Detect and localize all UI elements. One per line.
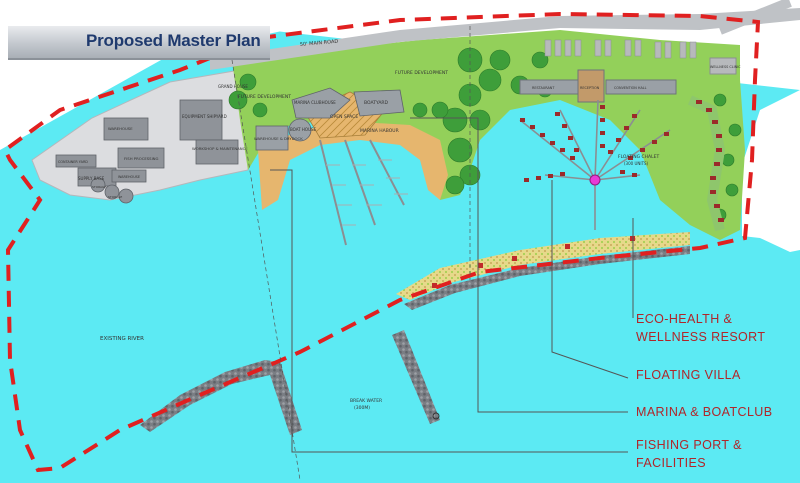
legend-eco-health-line2: WELLNESS RESORT <box>636 330 766 344</box>
legend-eco-health: ECO-HEALTH & WELLNESS RESORT <box>636 310 765 346</box>
floating-chalet-arms <box>519 99 671 230</box>
legend-fishing-port-line1: FISHING PORT & <box>636 438 742 452</box>
break-water-right <box>392 330 440 424</box>
label-floating-chalet: FLOATING CHALET <box>618 154 659 160</box>
page-title: Proposed Master Plan <box>86 31 261 50</box>
industrial-buildings <box>55 99 239 187</box>
label-fish-processing: FISH PROCESSING <box>124 156 159 161</box>
label-container-yard: CONTAINER YARD <box>58 160 88 164</box>
label-restaurant: RESTAURANT <box>532 86 555 90</box>
road-to-corner <box>718 0 792 35</box>
resort-buildings <box>519 39 737 103</box>
label-storage-2: STORAGE <box>108 195 122 199</box>
label-main-road: 50' MAIN ROAD <box>300 39 339 48</box>
label-reception: RECEPTION <box>580 86 600 90</box>
label-convention-hall: CONVENTION HALL <box>614 86 647 90</box>
label-storage-1: STORAGE <box>92 185 106 189</box>
boat-house-building <box>288 118 312 142</box>
label-break-water: BREAK WATER <box>350 398 382 404</box>
marina-pier-slips <box>326 159 408 226</box>
label-future-dev-1: FUTURE DEVELOPMENT <box>238 94 291 100</box>
coastal-villas <box>696 100 724 222</box>
main-road <box>210 8 800 70</box>
label-warehouse: WAREHOUSE <box>108 126 133 131</box>
label-marina-clubhouse: MARINA CLUBHOUSE <box>294 100 336 105</box>
break-water-left <box>140 360 302 435</box>
phase-divider-1 <box>231 59 301 481</box>
storage-tanks <box>90 177 134 204</box>
label-open-space: OPEN SPACE <box>330 114 358 120</box>
harbour-deck <box>258 122 448 210</box>
beach-breakwater <box>404 246 690 310</box>
label-existing-river: EXISTING RIVER <box>100 336 144 342</box>
legend-eco-health-line1: ECO-HEALTH & <box>636 312 733 326</box>
label-grand-house: GRAND HOUSE <box>218 84 248 89</box>
project-boundary <box>2 11 761 473</box>
break-water-light <box>432 412 440 420</box>
label-supply-base: SUPPLY BASE <box>78 176 105 181</box>
label-boat-house: BOAT HOUSE <box>290 127 317 132</box>
floating-chalet-units <box>520 105 669 182</box>
label-warehouse-2: WAREHOUSE <box>118 175 140 179</box>
legend-fishing-port-line2: FACILITIES <box>636 456 706 470</box>
label-break-water-len: (300M) <box>354 405 370 411</box>
label-marina-harbour: MARINA HABOUR <box>360 128 399 134</box>
label-floating-chalet-units: (300 UNITS) <box>624 161 649 166</box>
legend-fishing-port: FISHING PORT & FACILITIES <box>636 436 742 472</box>
floating-chalet-hub <box>589 174 601 186</box>
label-future-dev-2: FUTURE DEVELOPMENT <box>395 70 448 76</box>
label-equipment-shipyard: EQUIPMENT SHIPYARD <box>182 114 227 119</box>
beach-island <box>396 232 690 300</box>
legend-floating-villa: FLOATING VILLA <box>636 368 741 382</box>
title-banner: Proposed Master Plan <box>8 26 270 60</box>
label-boatyard: BOATYARD <box>364 100 389 106</box>
callout-leaders <box>270 117 634 453</box>
warehouse-drydock-building <box>255 125 289 151</box>
label-wellness-clinic: WELLNESS CLINIC <box>710 65 741 69</box>
legend-marina-boatclub: MARINA & BOATCLUB <box>636 405 773 419</box>
label-workshop-maintenance: WORKSHOP & MAINTENANCE <box>192 146 248 151</box>
boatyard-building <box>353 89 405 117</box>
label-warehouse-drydock: WAREHOUSE & DRYDOCK <box>254 136 303 141</box>
marina-clubhouse-building <box>291 87 351 119</box>
